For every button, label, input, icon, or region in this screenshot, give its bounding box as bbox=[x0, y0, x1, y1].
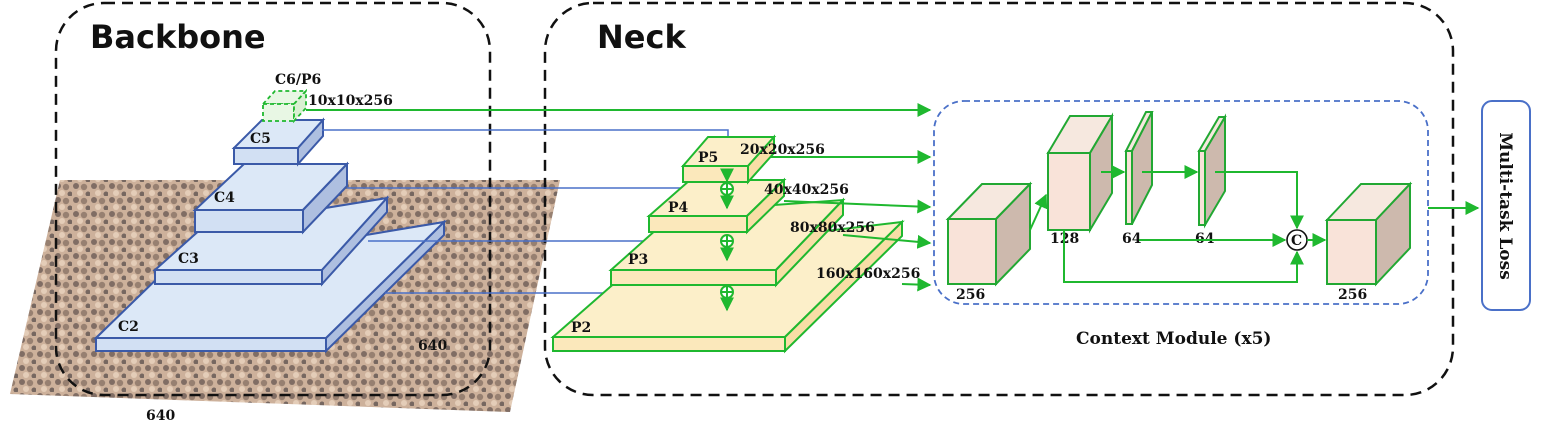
context-module bbox=[933, 100, 1429, 305]
context-sub-channels-a: 64 bbox=[1122, 231, 1142, 247]
backbone-section bbox=[54, 1, 492, 397]
backbone-layer-c3 bbox=[152, 195, 390, 287]
concat-symbol: C bbox=[1291, 233, 1302, 249]
size-p3: 80x80x256 bbox=[790, 220, 875, 236]
label-p3: P3 bbox=[628, 252, 648, 268]
ctx-arrow-128-to-concat bbox=[1063, 230, 1304, 283]
context-in-channels: 256 bbox=[956, 287, 985, 303]
size-p4: 40x40x256 bbox=[764, 182, 849, 198]
context-module-title: Context Module (x5) bbox=[1076, 329, 1271, 349]
label-p4: P4 bbox=[668, 200, 689, 216]
add-node-p4 bbox=[720, 182, 734, 196]
size-p2: 160x160x256 bbox=[816, 266, 920, 282]
backbone-title: Backbone bbox=[90, 18, 266, 56]
arrow-p4-to-context bbox=[783, 199, 932, 214]
arrow-p2-to-context bbox=[901, 277, 932, 292]
neck-section bbox=[543, 1, 1455, 397]
backbone-layer-c5 bbox=[231, 117, 326, 167]
add-node-p2 bbox=[720, 285, 734, 299]
lateral-c5-p5 bbox=[322, 129, 734, 148]
size-p6: 10x10x256 bbox=[308, 93, 393, 109]
label-p5: P5 bbox=[698, 150, 718, 166]
label-c3: C3 bbox=[178, 251, 199, 267]
context-out-channels: 256 bbox=[1338, 287, 1367, 303]
backbone-layer-c6p6 bbox=[260, 88, 309, 124]
multitask-loss-box bbox=[1481, 100, 1531, 311]
arrow-p3-to-context bbox=[842, 234, 932, 249]
label-c5: C5 bbox=[250, 131, 271, 147]
input-height-label: 640 bbox=[418, 338, 447, 354]
add-node-p3 bbox=[720, 234, 734, 248]
multitask-loss-label: Multi-task Loss bbox=[1495, 132, 1515, 280]
neck-layer-p4 bbox=[646, 177, 787, 235]
neck-title: Neck bbox=[597, 18, 686, 56]
ctx-arrow-in-to-128 bbox=[1029, 193, 1048, 231]
label-p2: P2 bbox=[571, 320, 591, 336]
context-sub-cube-a bbox=[1124, 111, 1154, 225]
context-branch-cube bbox=[1046, 112, 1114, 234]
size-p5: 20x20x256 bbox=[740, 142, 825, 158]
label-c4: C4 bbox=[214, 190, 235, 206]
backbone-layer-c4 bbox=[192, 161, 350, 235]
context-input-cube bbox=[945, 181, 1033, 287]
label-c6p6: C6/P6 bbox=[275, 72, 321, 88]
ctx-arrow-64b-to-concat bbox=[1215, 171, 1304, 230]
input-width-label: 640 bbox=[146, 408, 175, 424]
label-c2: C2 bbox=[118, 319, 139, 335]
context-output-cube bbox=[1324, 181, 1413, 287]
